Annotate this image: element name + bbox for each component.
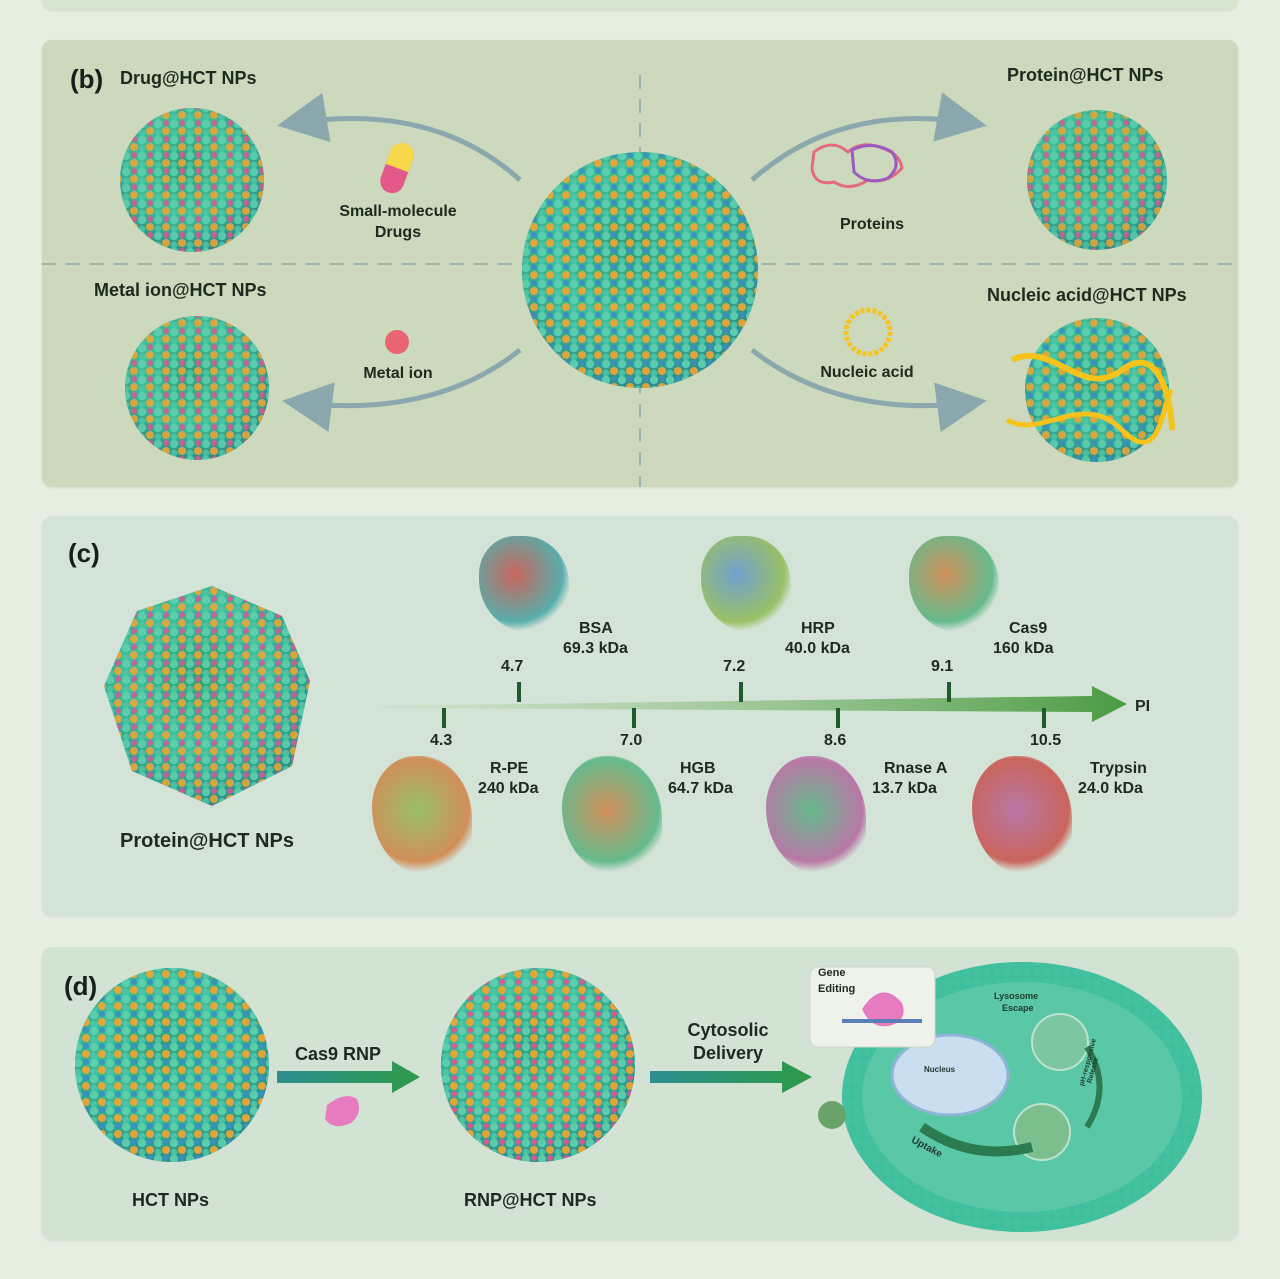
- protein-structure-cas9: [909, 536, 999, 632]
- panel-c-graphics: [104, 586, 1127, 806]
- protein-mw-hgb: 64.7 kDa: [668, 780, 733, 797]
- protein-structure-r-pe: [372, 756, 472, 876]
- pi-value-trypsin: 10.5: [1030, 732, 1062, 749]
- nucleic-hct-np: [1005, 318, 1175, 462]
- panel-d-graphics: [75, 962, 1202, 1232]
- release-arrow: [1084, 1045, 1103, 1129]
- panel-d-label: (d): [64, 971, 98, 1001]
- cas9-rnp-arrow: [277, 1061, 420, 1093]
- arrow-to-drug-np: [277, 92, 522, 182]
- nucleus-shape: [890, 1033, 1010, 1117]
- protein-hct-np: [1027, 110, 1167, 250]
- panel-b-label: (b): [70, 64, 104, 94]
- protein-structure-bsa: [479, 536, 569, 632]
- protein-mw-bsa: 69.3 kDa: [563, 640, 628, 657]
- protein-mw-rnase-a: 13.7 kDa: [872, 780, 937, 797]
- pi-value-rnase-a: 8.6: [824, 732, 847, 749]
- protein-name-hgb: HGB: [680, 760, 716, 777]
- metal-ion-label: Metal ion: [363, 365, 433, 382]
- protein-name-rnase-a: Rnase A: [884, 760, 948, 777]
- arrow-to-protein-np: [750, 92, 987, 182]
- protein-hct-np-large: [104, 586, 310, 806]
- protein-mw-hrp: 40.0 kDa: [785, 640, 850, 657]
- drug-hct-np: [120, 108, 264, 252]
- gene-editing-label-1: Gene: [818, 967, 846, 979]
- protein-mw-cas9: 160 kDa: [993, 640, 1054, 657]
- arrow-to-metal-np: [282, 348, 522, 432]
- drug-np-label: Drug@HCT NPs: [120, 68, 257, 88]
- small-molecule-label-1: Small-molecule: [339, 203, 457, 220]
- pi-value-hrp: 7.2: [723, 658, 746, 675]
- pi-tick-r-pe: [442, 708, 446, 728]
- pi-tick-hgb: [632, 708, 636, 728]
- gene-editing-label-2: Editing: [818, 983, 856, 995]
- lysosome-label-2: Escape: [1002, 1003, 1034, 1013]
- protein-name-bsa: BSA: [579, 620, 613, 637]
- protein-mw-r-pe: 240 kDa: [478, 780, 539, 797]
- lysosome-label-1: Lysosome: [994, 991, 1039, 1001]
- cytosolic-delivery-arrow: [650, 1061, 812, 1093]
- protein-structure-hgb: [562, 756, 662, 876]
- panel-c: (c) Protein@HCT NPs PI 4.7 BSA 69.3 kDa 7.2…: [42, 516, 1238, 916]
- proteins-icon: [810, 143, 904, 188]
- nucleic-acid-label: Nucleic acid: [820, 364, 914, 381]
- pi-value-bsa: 4.7: [501, 658, 524, 675]
- panel-a-remnant: [42, 0, 1238, 10]
- panel-d: (d) HCT NPs RNP@H: [42, 947, 1238, 1240]
- pi-tick-cas9: [947, 682, 951, 702]
- panel-b: (b) Drug@HCT NPs Protein@HCT NPs Metal i…: [42, 40, 1238, 487]
- pi-tick-rnase-a: [836, 708, 840, 728]
- uptake-arrow: [919, 1122, 1034, 1157]
- nucleic-np-label: Nucleic acid@HCT NPs: [987, 285, 1187, 305]
- capsule-icon: [380, 142, 414, 194]
- protein-name-hrp: HRP: [801, 620, 835, 637]
- pi-tick-hrp: [739, 682, 743, 702]
- metal-np-label: Metal ion@HCT NPs: [94, 280, 267, 300]
- panel-c-label: (c): [68, 538, 100, 568]
- cell-illustration: [809, 962, 1202, 1232]
- protein-structure-hrp: [701, 536, 791, 632]
- cytosolic-label-2: Delivery: [692, 1043, 764, 1063]
- hct-np: [75, 968, 269, 1162]
- gene-editing-cas9-icon: [862, 992, 904, 1027]
- proteins-label: Proteins: [839, 216, 904, 233]
- rnp-np-caption: RNP@HCT NPs: [464, 1190, 597, 1210]
- nucleic-acid-ring-icon: [843, 307, 893, 357]
- protein-structure-rnase-a: [766, 756, 866, 876]
- protein-structure-trypsin: [972, 756, 1072, 876]
- cas9-rnp-label: Cas9 RNP: [295, 1044, 382, 1064]
- metal-ion-icon: [385, 330, 409, 354]
- pi-value-hgb: 7.0: [620, 732, 643, 749]
- pi-value-r-pe: 4.3: [430, 732, 453, 749]
- np-entering-cell: [818, 1101, 846, 1129]
- protein-np-label: Protein@HCT NPs: [1007, 65, 1164, 85]
- hct-np-caption: HCT NPs: [132, 1190, 210, 1210]
- protein-name-r-pe: R-PE: [490, 760, 529, 777]
- nucleus-label: Nucleus: [924, 1065, 956, 1074]
- protein-np-caption: Protein@HCT NPs: [120, 830, 294, 852]
- pi-axis-arrow: [382, 686, 1127, 722]
- protein-mw-trypsin: 24.0 kDa: [1078, 780, 1143, 797]
- protein-name-cas9: Cas9: [1009, 620, 1048, 637]
- pi-value-cas9: 9.1: [931, 658, 954, 675]
- protein-name-trypsin: Trypsin: [1090, 760, 1147, 777]
- small-molecule-label-2: Drugs: [374, 224, 422, 241]
- cas9-rnp-icon: [325, 1096, 359, 1127]
- arrow-to-nucleic-np: [750, 348, 987, 433]
- pi-tick-bsa: [517, 682, 521, 702]
- lysosome-shape: [1031, 1013, 1089, 1071]
- panel-b-graphics: [42, 75, 1238, 487]
- pi-tick-trypsin: [1042, 708, 1046, 728]
- cytosolic-label-1: Cytosolic: [687, 1020, 769, 1040]
- rnp-hct-np: [441, 968, 635, 1162]
- central-hct-np: [522, 152, 758, 388]
- metal-hct-np: [125, 316, 269, 460]
- pi-axis-label: PI: [1135, 698, 1151, 715]
